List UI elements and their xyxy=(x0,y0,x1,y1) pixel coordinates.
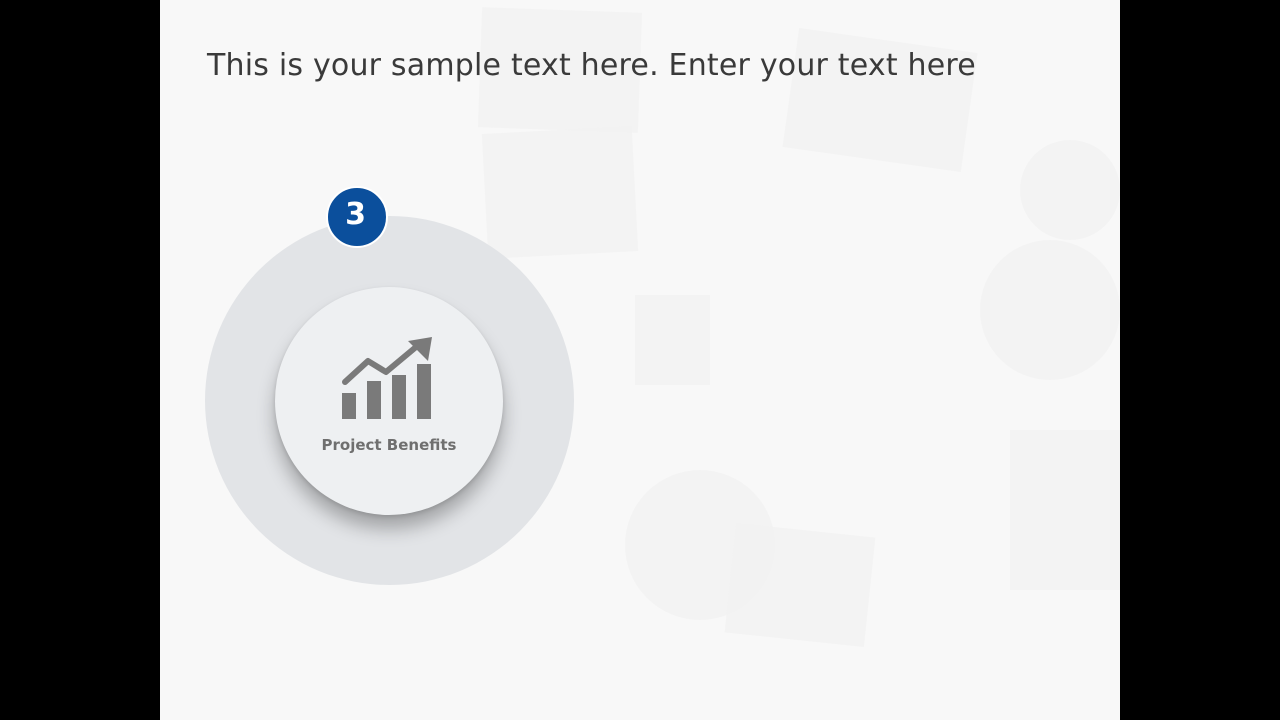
background-photo-shape xyxy=(1020,140,1120,240)
center-disc: Project Benefits xyxy=(275,287,503,515)
background-photo-shape xyxy=(724,522,876,648)
slide: This is your sample text here. Enter you… xyxy=(160,0,1120,720)
step-badge: 3 xyxy=(326,186,396,252)
slide-title: This is your sample text here. Enter you… xyxy=(207,48,976,83)
background-photo-shape xyxy=(481,126,639,259)
letterbox-right xyxy=(1120,0,1280,720)
step-badge-number: 3 xyxy=(345,197,366,232)
background-photo-shape xyxy=(980,240,1120,380)
letterbox-left xyxy=(0,0,160,720)
background-photo-shape xyxy=(1010,430,1120,590)
growth-chart-icon xyxy=(342,337,432,419)
center-label: Project Benefits xyxy=(321,436,457,454)
step-badge-circle xyxy=(326,186,388,248)
background-photo-shape xyxy=(635,295,710,385)
